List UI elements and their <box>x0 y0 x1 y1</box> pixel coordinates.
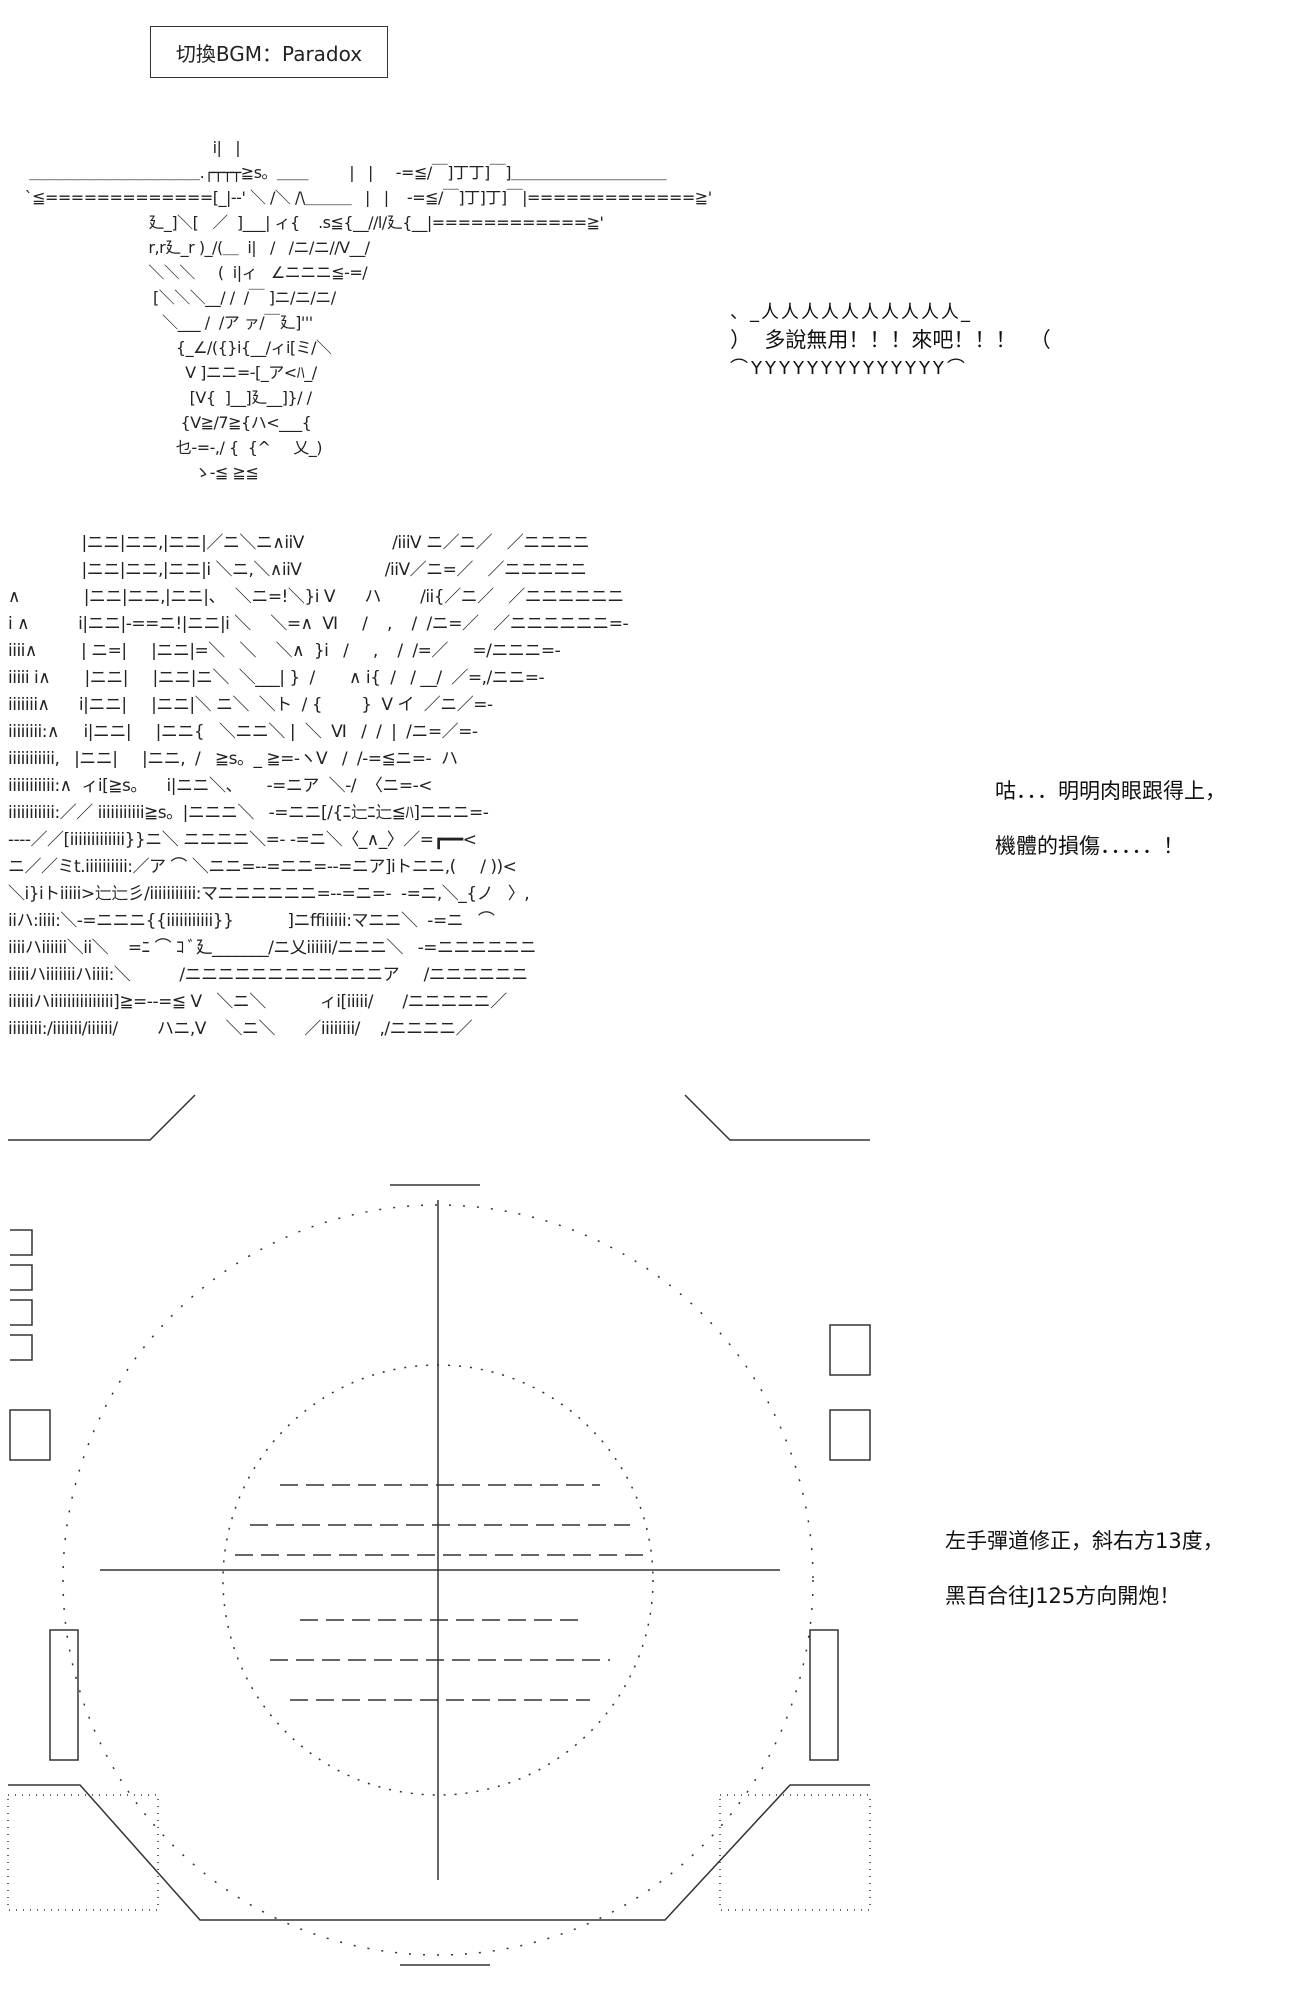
right-dot-panel <box>719 1794 871 1911</box>
hud-bottom-frame <box>8 1784 870 1921</box>
ship-ascii-art: i| | ＿＿＿＿＿＿＿＿＿＿＿.┌┬┬┬≧s。＿＿ | | -=≦/￣]丁丁]… <box>24 138 713 482</box>
left-dot-panel <box>7 1794 159 1911</box>
thought-line-1: 咕．．．明明肉眼跟得上， <box>995 779 1226 803</box>
hud-top-right-bracket <box>684 1094 870 1141</box>
bgm-label: 切換BGM：Paradox <box>175 41 363 66</box>
outer-ring <box>62 1204 814 1956</box>
bubble-bottom: ⌒YYYYYYYYYYYYYY⌒ <box>730 358 968 379</box>
bgm-box: 切換BGM：Paradox <box>150 26 388 78</box>
shout-bubble: 、_人人人人人人人人人人_ ） 多說無用！！！來吧！！！ （ ⌒YYYYYYYY… <box>730 298 1051 380</box>
targeting-reticle <box>7 1094 871 1966</box>
right-gauge <box>809 1324 871 1761</box>
thought-line-2: 機體的損傷．．．．．！ <box>995 834 1184 858</box>
order-line-1: 左手彈道修正，斜右方13度， <box>945 1529 1224 1553</box>
explosion-ascii-art: |ニニ|ニニ,|ニニ|／ニ＼ニ∧iiV /iiiV ニ／ニ／ ／ニニニニ |ニニ… <box>8 533 629 1039</box>
hud-top-left-bracket <box>8 1094 196 1141</box>
bubble-text: ） 多說無用！！！來吧！！！ （ <box>730 328 1051 352</box>
reticle-bars <box>235 1484 645 1701</box>
bubble-top: 、_人人人人人人人人人人_ <box>730 302 972 323</box>
order-line-2: 黑百合往J125方向開炮！ <box>945 1584 1181 1608</box>
left-gauge <box>9 1229 79 1761</box>
